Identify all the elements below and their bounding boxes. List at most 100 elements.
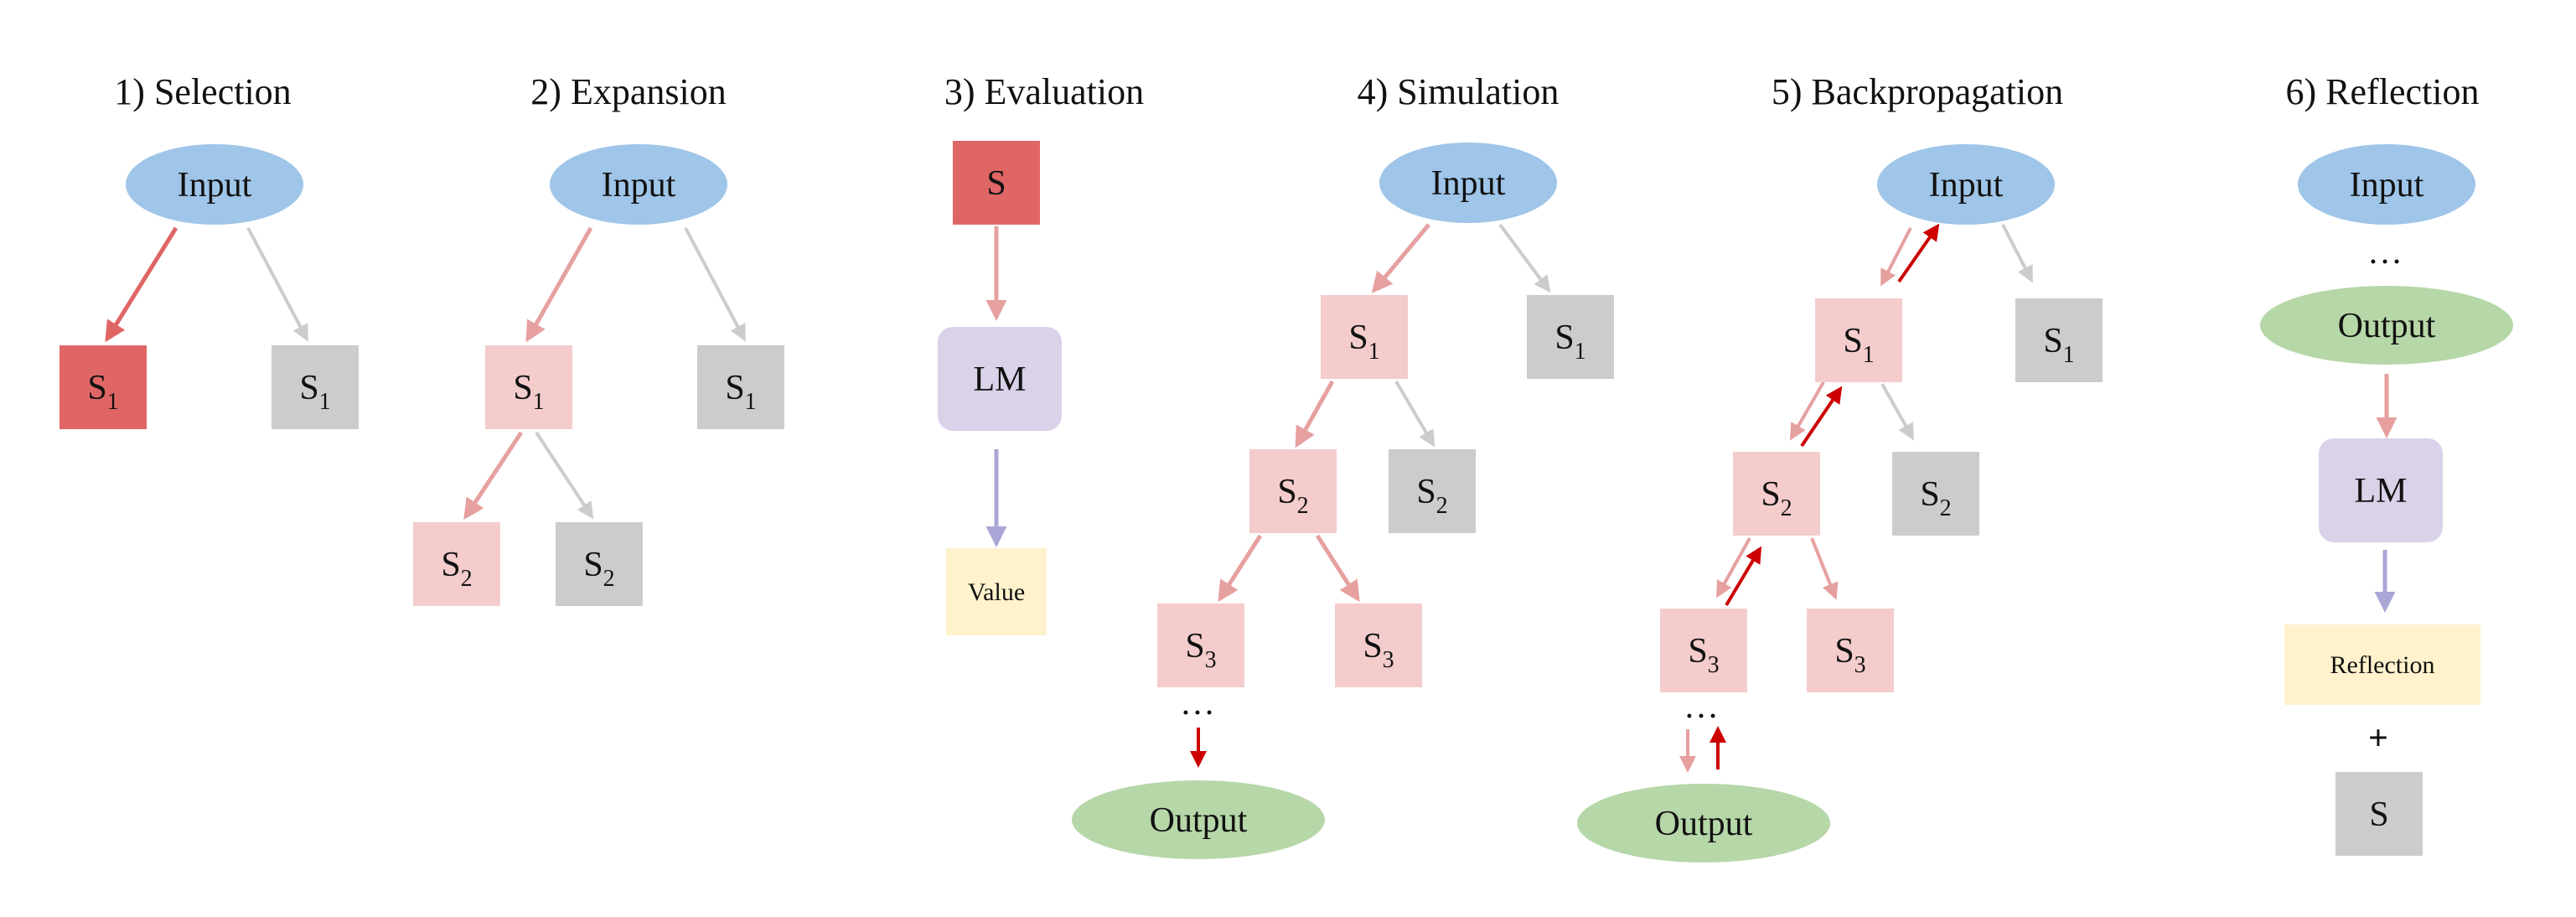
- edge-arrow: [1315, 534, 1360, 603]
- edge-arrow: [535, 431, 594, 520]
- node-subscript: 2: [603, 566, 615, 592]
- edge-arrow: [246, 227, 308, 342]
- node-box: [59, 345, 147, 429]
- node-label: S1: [1348, 319, 1379, 365]
- node-box: [272, 345, 359, 429]
- edge-arrow: [1880, 227, 1912, 287]
- node-box: [1249, 449, 1337, 533]
- edge-arrow: [1810, 537, 1839, 600]
- node-ellipse: [1577, 784, 1830, 863]
- edge-arrow: [1880, 383, 1914, 441]
- node-subscript: 2: [461, 566, 473, 592]
- node-label: Output: [1655, 805, 1753, 843]
- node-box: [2319, 438, 2443, 542]
- edge-arrow: [1725, 546, 1762, 607]
- node-label: LM: [974, 360, 1027, 399]
- node-box: [938, 327, 1062, 431]
- node-subscript: 3: [1383, 647, 1394, 673]
- node-box: [1660, 609, 1747, 692]
- node: S2: [1249, 449, 1337, 533]
- panel-title: 1) Selection: [114, 71, 291, 112]
- node-box: [1892, 452, 1979, 536]
- node-label: S3: [1688, 632, 1719, 678]
- node: S2: [1733, 452, 1820, 536]
- node-subscript: 1: [1575, 339, 1586, 365]
- node-label: S1: [725, 369, 756, 415]
- node-label: Input: [1929, 166, 2004, 205]
- node-box: [2284, 624, 2480, 705]
- node-box: [1815, 298, 1902, 382]
- node: S1: [1321, 295, 1408, 379]
- node-label: S2: [441, 546, 472, 592]
- node-box: [2335, 772, 2423, 856]
- node: Output: [2260, 286, 2513, 365]
- node-label: S3: [1363, 627, 1394, 673]
- node-box: [946, 548, 1047, 635]
- panel-title: 4) Simulation: [1358, 71, 1560, 112]
- node-box: [2015, 298, 2103, 382]
- node-label: Input: [178, 166, 252, 205]
- node: S: [2335, 772, 2423, 856]
- node-box: [1389, 449, 1476, 533]
- node-box: [1157, 604, 1244, 687]
- node-label: S: [2369, 795, 2388, 834]
- node: S1: [2015, 298, 2103, 382]
- node-ellipse: [2260, 286, 2513, 365]
- edge-arrow: [1716, 537, 1751, 598]
- node: Reflection: [2284, 624, 2480, 705]
- node-label: Input: [1431, 164, 1506, 203]
- node: Output: [1072, 780, 1325, 859]
- node-label: +: [2368, 719, 2388, 758]
- node: S2: [556, 522, 643, 606]
- node-ellipse: [126, 144, 303, 225]
- node-ellipse: [1072, 780, 1325, 859]
- node-box: [1321, 295, 1408, 379]
- edge-arrow: [1218, 534, 1263, 603]
- node-box: [1527, 295, 1614, 379]
- node-label: S1: [1843, 322, 1874, 368]
- edge-arrow: [1371, 223, 1430, 293]
- node: …: [2367, 233, 2403, 272]
- node-label: S1: [87, 369, 118, 415]
- node-ellipse: [1379, 142, 1557, 223]
- node-box: [413, 522, 500, 606]
- node: Input: [550, 144, 727, 225]
- node: S3: [1157, 604, 1244, 687]
- node: Input: [126, 144, 303, 225]
- node-subscript: 1: [1863, 342, 1875, 368]
- node: S: [953, 141, 1040, 225]
- node: S2: [413, 522, 500, 606]
- node-subscript: 1: [2063, 342, 2075, 368]
- node: S2: [1389, 449, 1476, 533]
- node-subscript: 3: [1854, 652, 1866, 678]
- node: Output: [1577, 784, 1830, 863]
- edge-arrow: [1897, 223, 1940, 283]
- node-label: S1: [299, 369, 330, 415]
- node: S1: [1527, 295, 1614, 379]
- edge-arrow: [463, 431, 524, 521]
- node-label: Output: [2338, 307, 2436, 345]
- node: …: [1180, 684, 1215, 723]
- node: Input: [2298, 144, 2475, 225]
- node: S1: [59, 345, 147, 429]
- node-label: Input: [2350, 166, 2424, 205]
- node: S1: [697, 345, 784, 429]
- node-label: Output: [1150, 801, 1248, 840]
- node-subscript: 2: [1297, 493, 1309, 519]
- node-subscript: 1: [319, 389, 331, 415]
- node-box: [556, 522, 643, 606]
- node-label: S: [986, 164, 1006, 203]
- node: LM: [2319, 438, 2443, 542]
- node-label: …: [1180, 684, 1215, 723]
- edge-arrow: [1394, 380, 1435, 448]
- edge-arrow: [1295, 380, 1335, 448]
- node-subscript: 2: [1940, 495, 1952, 521]
- node: S1: [272, 345, 359, 429]
- node-box: [953, 141, 1040, 225]
- node-label: S1: [1554, 319, 1585, 365]
- node-box: [485, 345, 572, 429]
- node-ellipse: [550, 144, 727, 225]
- edges-layer: [105, 223, 2398, 773]
- node-subscript: 1: [107, 389, 119, 415]
